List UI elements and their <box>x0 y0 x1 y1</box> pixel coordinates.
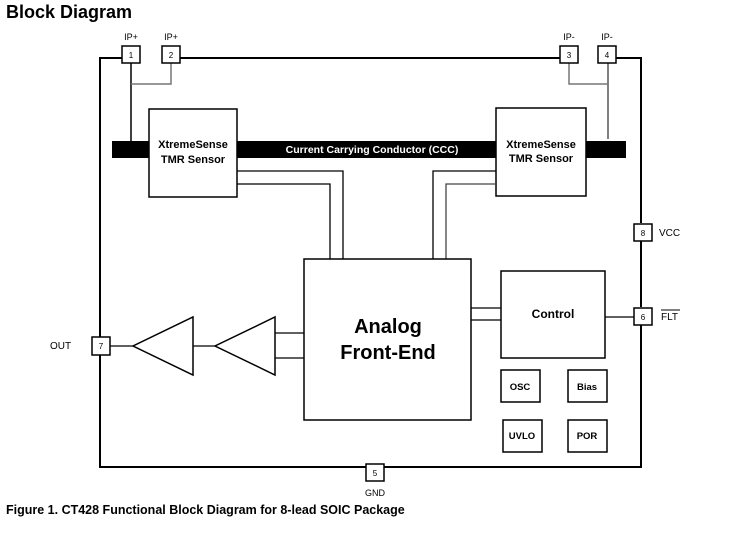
afe-line2: Front-End <box>340 342 436 364</box>
pin-2: 2 IP+ <box>161 32 181 64</box>
tmr-sensor-right: XtremeSense TMR Sensor <box>495 107 587 197</box>
osc-label: OSC <box>510 382 531 393</box>
analog-front-end: Analog Front-End <box>303 258 472 421</box>
amplifier-stage-2-icon <box>213 315 276 377</box>
control-block: Control <box>500 270 634 359</box>
tmr-sensor-left: XtremeSense TMR Sensor <box>148 108 238 198</box>
uvlo-label: UVLO <box>509 431 535 442</box>
pin-5-label: GND <box>365 488 386 498</box>
pin-5-number: 5 <box>373 469 378 478</box>
pin-2-number: 2 <box>169 51 174 60</box>
pin-7-label: OUT <box>50 341 71 352</box>
ip-traces <box>130 63 609 141</box>
pin-5: 5 GND <box>365 463 386 498</box>
bias-label: Bias <box>577 382 597 393</box>
pin-8-number: 8 <box>641 229 646 238</box>
amplifier-chain <box>110 315 304 377</box>
pin-7: 7 OUT <box>50 336 111 356</box>
pin-6-number: 6 <box>641 313 646 322</box>
bias-block: Bias <box>567 369 608 403</box>
amplifier-stage-1-icon <box>131 315 194 377</box>
sensor-left-line1: XtremeSense <box>158 139 228 151</box>
pin-1-number: 1 <box>129 51 134 60</box>
osc-block: OSC <box>500 369 541 403</box>
sensor-right-line1: XtremeSense <box>506 139 576 151</box>
page-heading: Block Diagram <box>6 2 133 22</box>
pin-8-label: VCC <box>659 228 680 239</box>
conductor-label: Current Carrying Conductor (CCC) <box>286 144 459 156</box>
afe-control-bus <box>471 307 501 321</box>
pin-7-number: 7 <box>99 342 104 351</box>
sensor-afe-bus <box>237 170 496 259</box>
pin-4-label: IP- <box>601 32 613 42</box>
sensor-left-line2: TMR Sensor <box>161 154 226 166</box>
uvlo-block: UVLO <box>502 419 543 453</box>
afe-line1: Analog <box>354 316 422 338</box>
package-outline <box>99 57 642 468</box>
pin-1: 1 IP+ <box>121 32 141 64</box>
pin-1-label: IP+ <box>124 32 138 42</box>
pin-3: 3 IP- <box>559 32 579 64</box>
pin-6-label: FLT <box>661 312 678 323</box>
pin-3-label: IP- <box>563 32 575 42</box>
pin-6: 6 FLT <box>633 307 680 326</box>
sensor-right-line2: TMR Sensor <box>509 153 574 165</box>
pin-2-label: IP+ <box>164 32 178 42</box>
por-label: POR <box>577 431 598 442</box>
pin-4: 4 IP- <box>597 32 617 64</box>
figure-caption: Figure 1. CT428 Functional Block Diagram… <box>6 503 405 517</box>
por-block: POR <box>567 419 608 453</box>
pin-4-number: 4 <box>605 51 610 60</box>
pin-8: 8 VCC <box>633 223 680 242</box>
control-label: Control <box>532 307 575 321</box>
pin-3-number: 3 <box>567 51 572 60</box>
